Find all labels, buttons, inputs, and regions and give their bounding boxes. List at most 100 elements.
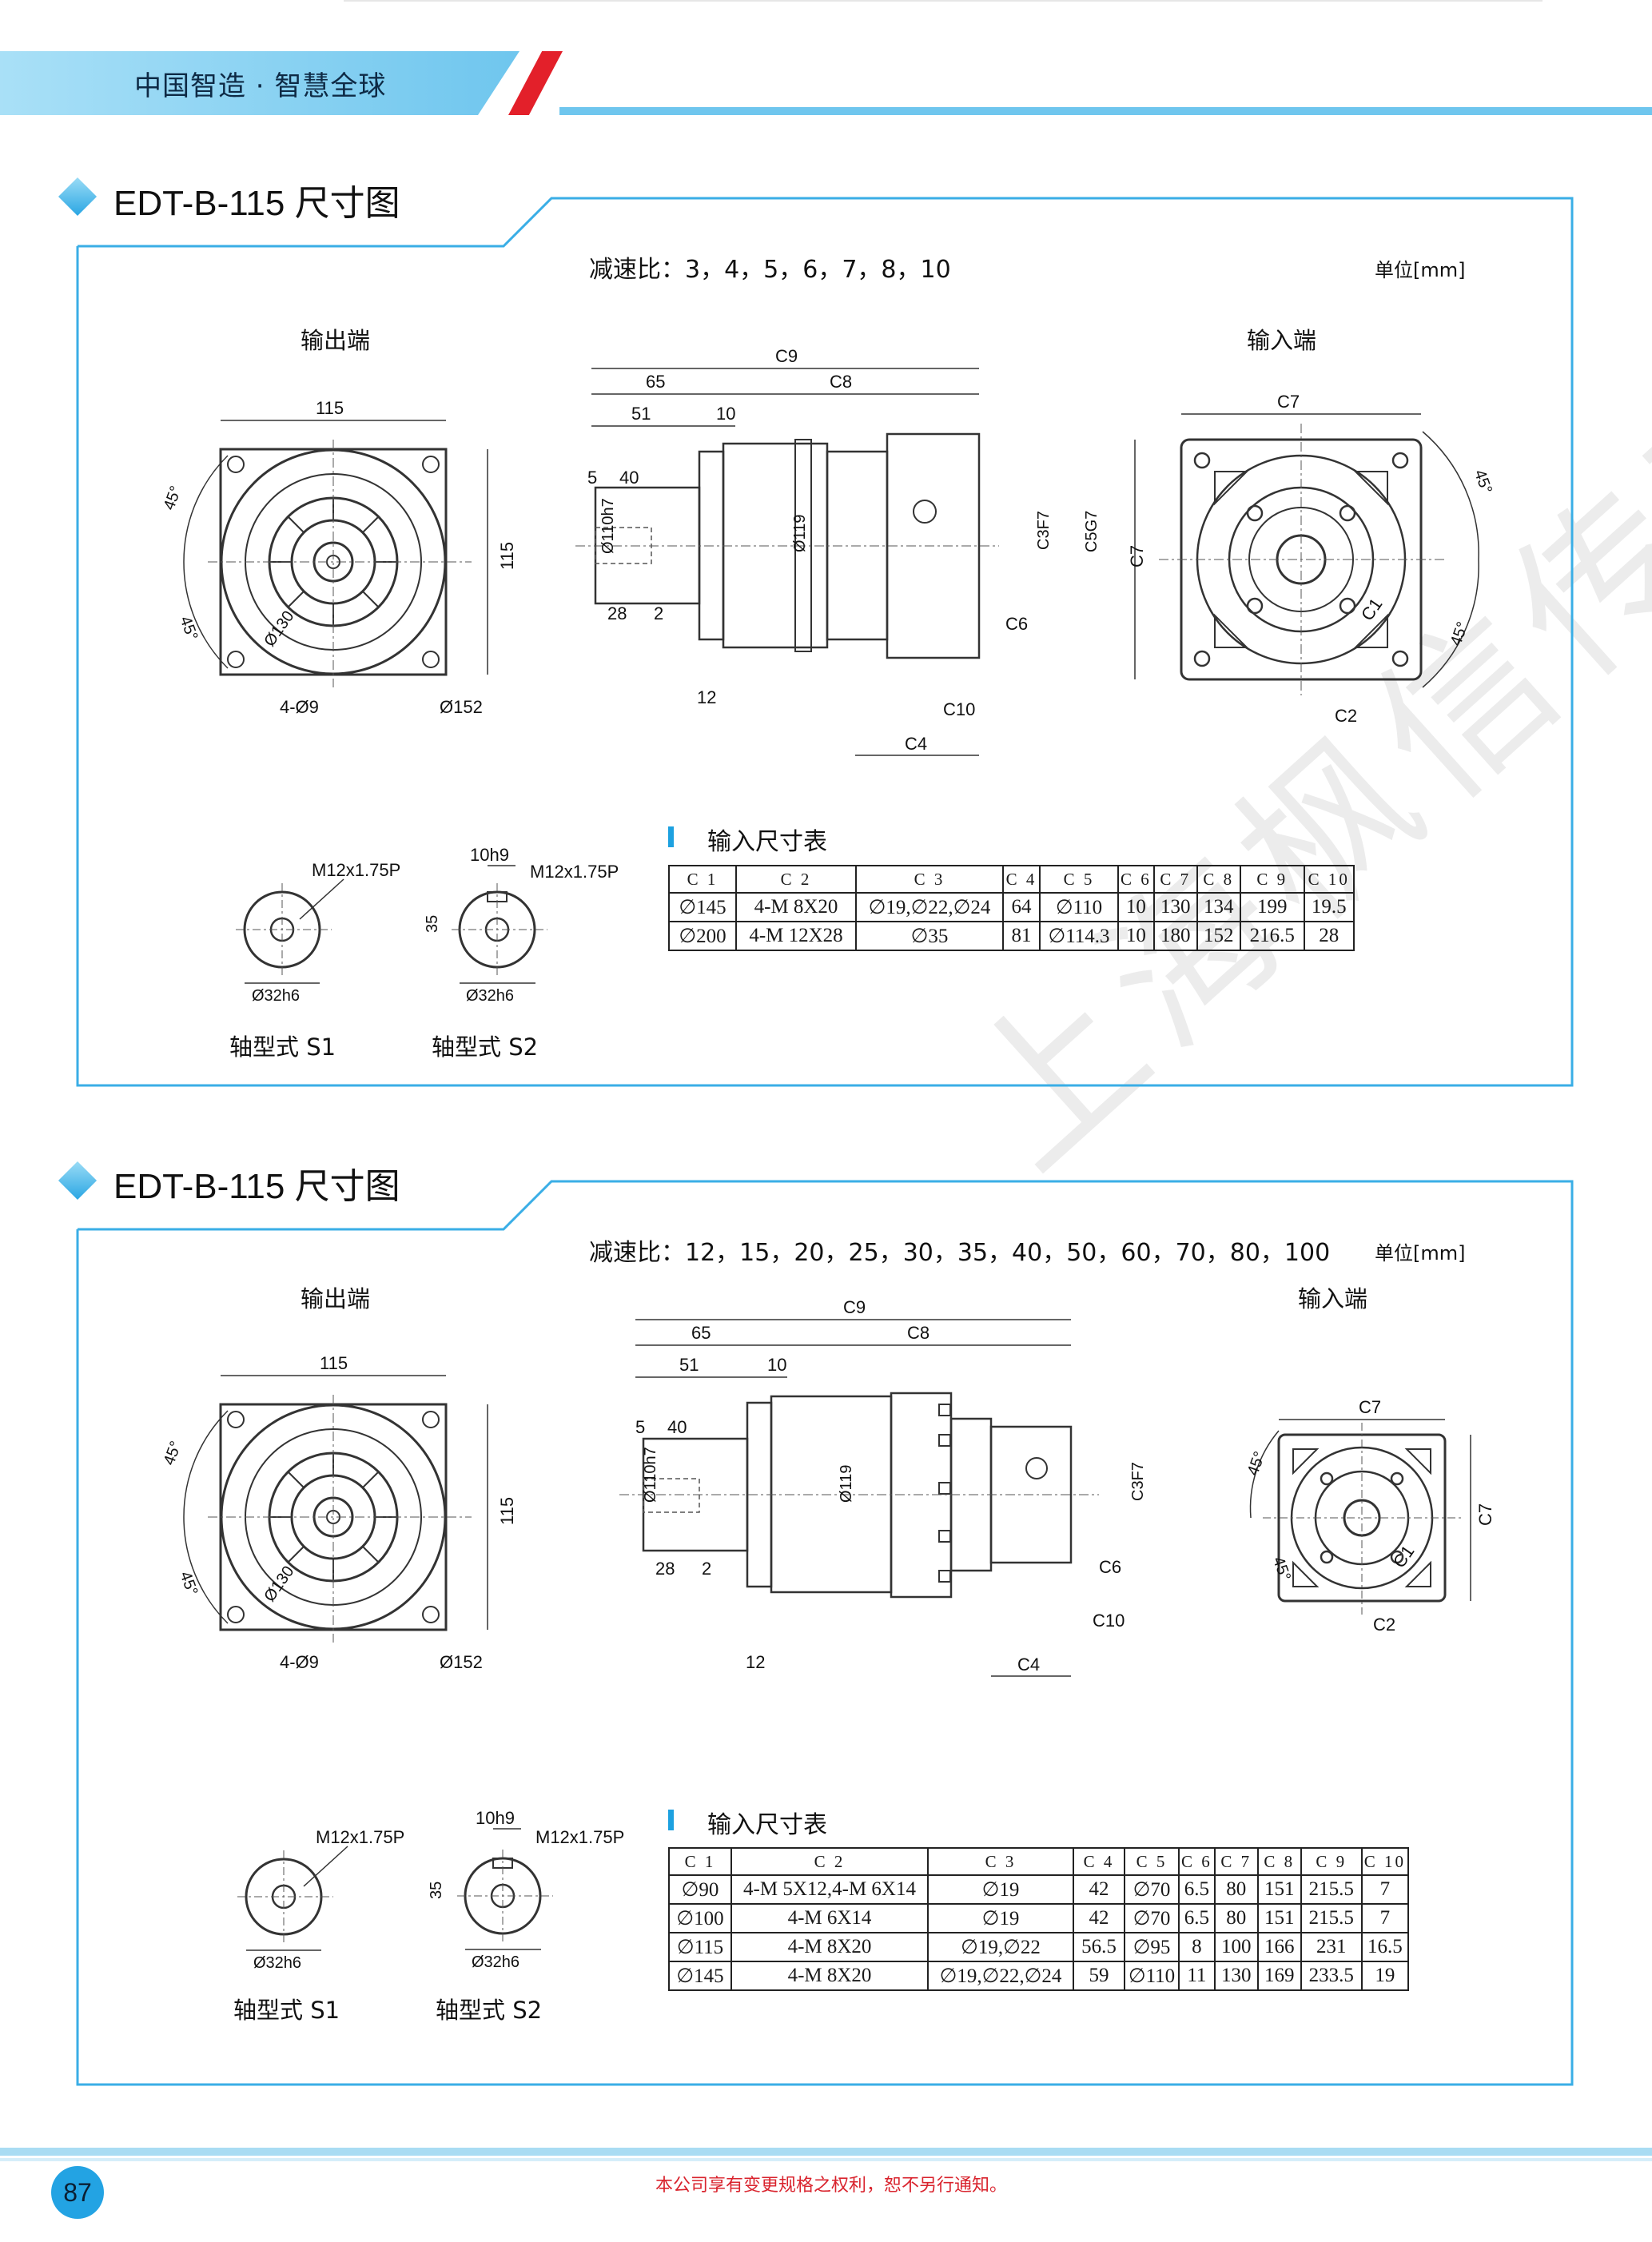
section-1-shaft-s1-label: 轴型式 S1 (229, 1033, 336, 1061)
svg-text:Ø130: Ø130 (261, 1563, 297, 1605)
svg-text:45°: 45° (176, 614, 201, 643)
svg-text:C7: C7 (1277, 392, 1300, 412)
svg-text:C5G7: C5G7 (1083, 511, 1101, 552)
table-header-row: C 1 C 2 C 3 C 4 C 5 C 6 C 7 C 8 C 9 C 10 (668, 1847, 1410, 1876)
section-1-ratio: 减速比：3，4，5，6，7，8，10 (589, 256, 951, 284)
svg-text:C10: C10 (943, 699, 975, 719)
svg-text:28: 28 (655, 1559, 675, 1579)
svg-text:Ø119: Ø119 (838, 1465, 855, 1503)
footer-rule (0, 2148, 1652, 2156)
svg-text:C9: C9 (775, 346, 798, 366)
svg-text:115: 115 (497, 542, 517, 570)
svg-text:C10: C10 (1093, 1611, 1125, 1631)
section-2-unit: 单位[mm] (1375, 1242, 1466, 1264)
svg-text:10h9: 10h9 (470, 845, 509, 865)
section-1-input-dim-table: C 1 C 2 C 3 C 4 C 5 C 6 C 7 C 8 C 9 C 10… (668, 865, 1355, 951)
svg-text:Ø130: Ø130 (261, 607, 297, 650)
section-2-input-flange: C7 C7 45° 45° C1 C2 (1247, 1397, 1495, 1635)
svg-text:45°: 45° (1247, 1449, 1269, 1478)
section-2-output-end: 输出端 (301, 1285, 371, 1312)
svg-text:45°: 45° (161, 1439, 185, 1467)
header-rule (559, 107, 1652, 115)
section-1-frame (76, 197, 1574, 1087)
svg-text:Ø32h6: Ø32h6 (253, 1954, 301, 1972)
section-1-side-view: C9 65 C8 51 10 5 40 28 2 Ø110h7 Ø119 C3F… (575, 346, 1101, 756)
footer-rule-light (0, 2158, 1652, 2161)
svg-text:10h9: 10h9 (476, 1808, 515, 1828)
svg-text:4-Ø9: 4-Ø9 (280, 697, 319, 717)
svg-text:115: 115 (497, 1497, 517, 1525)
svg-text:45°: 45° (1269, 1555, 1294, 1583)
svg-text:C4: C4 (1017, 1655, 1040, 1675)
svg-text:5: 5 (587, 468, 597, 488)
svg-text:10: 10 (767, 1355, 786, 1375)
svg-text:45°: 45° (176, 1569, 201, 1598)
section-1-input-flange: C7 C7 45° 45° C1 C2 (1127, 392, 1495, 726)
svg-text:45°: 45° (161, 484, 185, 512)
svg-text:Ø152: Ø152 (440, 697, 483, 717)
section-2-title: EDT-B-115 尺寸图 (113, 1167, 400, 1206)
svg-text:C9: C9 (843, 1297, 866, 1317)
svg-text:C7: C7 (1475, 1503, 1495, 1526)
svg-text:12: 12 (746, 1652, 765, 1672)
svg-text:115: 115 (316, 398, 344, 418)
svg-text:Ø32h6: Ø32h6 (466, 987, 514, 1005)
section-1-input-end: 输入端 (1247, 327, 1317, 354)
svg-text:115: 115 (320, 1353, 348, 1373)
section-2-frame (76, 1180, 1574, 2086)
header-top-rule (344, 0, 1543, 2)
section-1-unit: 单位[mm] (1375, 259, 1466, 281)
svg-text:Ø152: Ø152 (440, 1652, 483, 1672)
svg-text:5: 5 (635, 1417, 645, 1437)
svg-text:Ø32h6: Ø32h6 (252, 987, 300, 1005)
page-number: 87 (51, 2166, 104, 2219)
svg-text:Ø110h7: Ø110h7 (642, 1447, 659, 1503)
svg-text:C3F7: C3F7 (1129, 1462, 1147, 1501)
svg-text:35: 35 (424, 915, 441, 933)
svg-text:C2: C2 (1373, 1615, 1395, 1635)
svg-text:Ø32h6: Ø32h6 (472, 1953, 519, 1971)
section-1-title: EDT-B-115 尺寸图 (113, 184, 400, 223)
section-2-side-view: C9 65 C8 51 10 5 40 28 2 Ø110h7 Ø119 C3F… (619, 1297, 1147, 1677)
section-2-shaft-s2-label: 轴型式 S2 (436, 1997, 543, 2024)
section-1-table-title: 输入尺寸表 (707, 828, 827, 856)
table-header-row: C 1 C 2 C 3 C 4 C 5 C 6 C 7 C 8 C 9 C 10 (668, 865, 1355, 894)
section-2-input-end: 输入端 (1298, 1285, 1368, 1312)
header-tab (0, 51, 519, 115)
section-1-output-end: 输出端 (301, 327, 371, 354)
svg-text:35: 35 (428, 1882, 445, 1899)
svg-text:C6: C6 (1005, 614, 1028, 634)
section-2-ratio: 减速比：12，15，20，25，30，35，40，50，60，70，80，100 (589, 1239, 1331, 1267)
svg-text:M12x1.75P: M12x1.75P (530, 862, 619, 882)
header-slogan: 中国智造 · 智慧全球 (134, 70, 387, 102)
svg-text:12: 12 (697, 687, 716, 707)
section-2-table-title: 输入尺寸表 (707, 1811, 827, 1839)
section-2-table-marker (668, 1810, 674, 1830)
svg-text:40: 40 (619, 468, 639, 488)
svg-text:M12x1.75P: M12x1.75P (312, 860, 400, 880)
svg-text:M12x1.75P: M12x1.75P (535, 1827, 624, 1847)
copyright-notice: 本公司享有变更规格之权利，恕不另行通知。 (655, 2176, 1008, 2196)
svg-text:28: 28 (607, 603, 627, 623)
section-1-shaft-s2: 10h9 M12x1.75P 35 Ø32h6 (424, 845, 619, 1005)
section-1-shaft-s1: M12x1.75P Ø32h6 (236, 860, 400, 1005)
header-red-stripe (508, 51, 563, 115)
svg-text:65: 65 (646, 372, 665, 392)
svg-text:10: 10 (716, 404, 735, 424)
svg-text:C3F7: C3F7 (1035, 511, 1053, 550)
svg-text:2: 2 (702, 1559, 711, 1579)
section-2-shaft-s2: 10h9 M12x1.75P 35 Ø32h6 (428, 1808, 624, 1971)
svg-text:45°: 45° (1471, 468, 1495, 496)
svg-text:40: 40 (667, 1417, 687, 1437)
section-1-output-flange: 115 115 45° 45° Ø130 4-Ø9 Ø152 (161, 398, 517, 717)
svg-text:C7: C7 (1127, 545, 1147, 567)
section-2-input-dim-table: C 1 C 2 C 3 C 4 C 5 C 6 C 7 C 8 C 9 C 10… (668, 1847, 1410, 1991)
svg-text:C4: C4 (905, 734, 927, 754)
section-2-shaft-s1: M12x1.75P Ø32h6 (237, 1827, 404, 1972)
section-2-output-flange: 115 115 45° 45° Ø130 4-Ø9 Ø152 (161, 1353, 517, 1672)
